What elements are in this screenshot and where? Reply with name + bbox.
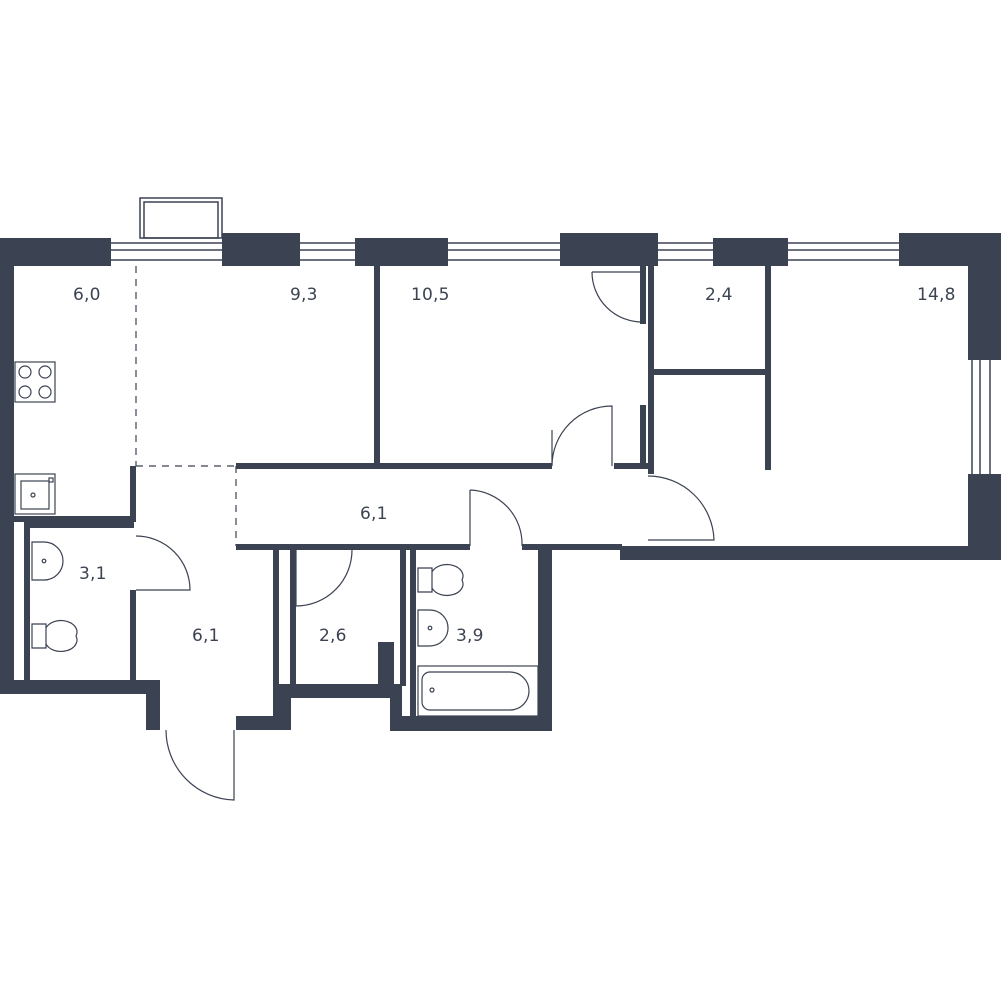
- wall-hall-top: [236, 463, 552, 469]
- kitchen-fixtures: [14, 361, 56, 515]
- wall-pier: [355, 238, 448, 266]
- wall-pier: [278, 684, 402, 698]
- wall-bath-inner: [24, 522, 30, 680]
- room-area-closet: 2,4: [705, 285, 733, 305]
- door-bedroom-1: [551, 405, 613, 467]
- wall-room-divider: [374, 266, 380, 466]
- wall-hall-bottom-right: [522, 544, 622, 550]
- wall-entrance-right: [273, 544, 279, 716]
- wall-pier: [968, 474, 1001, 560]
- toilet-icon: [31, 619, 78, 653]
- door-hall-bedroom: [647, 475, 715, 541]
- area-labels: 6,0 9,3 10,5 2,4 14,8 6,1 3,1 6,1 2,6 3,…: [73, 285, 956, 646]
- wall-corridor-left: [130, 466, 136, 522]
- door-entrance: [165, 729, 235, 801]
- washbasin-icon: [31, 541, 64, 581]
- door-bath-large: [469, 489, 523, 547]
- wall-storage-right: [400, 550, 406, 686]
- wall-pier: [146, 680, 160, 730]
- outer-walls: [0, 233, 1001, 731]
- room-area-bathroom-large: 3,9: [456, 626, 484, 646]
- bathtub-icon: [417, 665, 539, 717]
- wall-pier: [222, 233, 300, 266]
- wall-pier: [0, 238, 111, 266]
- stove-icon: [14, 361, 56, 403]
- room-area-kitchen: 6,0: [73, 285, 101, 305]
- room-area-storage: 2,6: [319, 626, 347, 646]
- door-bedroom-2: [591, 271, 643, 323]
- wall-pier: [378, 642, 394, 686]
- room-area-hall: 6,1: [360, 504, 388, 524]
- zone-dividers: [135, 266, 237, 546]
- wall-pier: [968, 233, 1001, 360]
- wall-storage-left: [290, 550, 296, 686]
- wall-kitchen-bath: [14, 516, 134, 522]
- wall-pier: [620, 546, 1001, 560]
- wall-bath-top: [24, 522, 134, 528]
- room-area-bedroom-1: 10,5: [411, 285, 450, 305]
- wall-bedroom-divider: [640, 266, 646, 324]
- wall-bath2-left: [410, 550, 416, 720]
- door-storage: [295, 549, 353, 607]
- room-area-entrance: 6,1: [192, 626, 220, 646]
- wall-pier: [390, 716, 552, 731]
- doors: [135, 271, 715, 801]
- door-bath-small: [135, 535, 191, 591]
- wall-pier: [0, 238, 14, 693]
- wall-pier: [276, 684, 291, 730]
- wall-closet-right: [765, 266, 771, 470]
- toilet-icon: [417, 563, 464, 597]
- room-area-bedroom-2: 14,8: [917, 285, 956, 305]
- windows: [111, 197, 991, 474]
- sink-icon: [14, 473, 56, 515]
- wall-pier: [560, 233, 658, 266]
- wall-pier: [0, 680, 160, 694]
- wall-bath-right: [130, 590, 136, 680]
- wall-hall-top-right: [614, 463, 654, 469]
- bath-fixtures: [31, 541, 539, 717]
- wall-bedroom-divider-lower: [640, 405, 646, 469]
- washbasin-icon: [417, 609, 449, 647]
- wall-hall-bottom: [236, 544, 470, 550]
- room-area-living: 9,3: [290, 285, 318, 305]
- wall-pier: [713, 238, 788, 266]
- interior-walls: [14, 266, 771, 720]
- wall-closet-bottom: [648, 369, 770, 375]
- room-area-bathroom-small: 3,1: [79, 564, 107, 584]
- wall-pier: [538, 546, 552, 731]
